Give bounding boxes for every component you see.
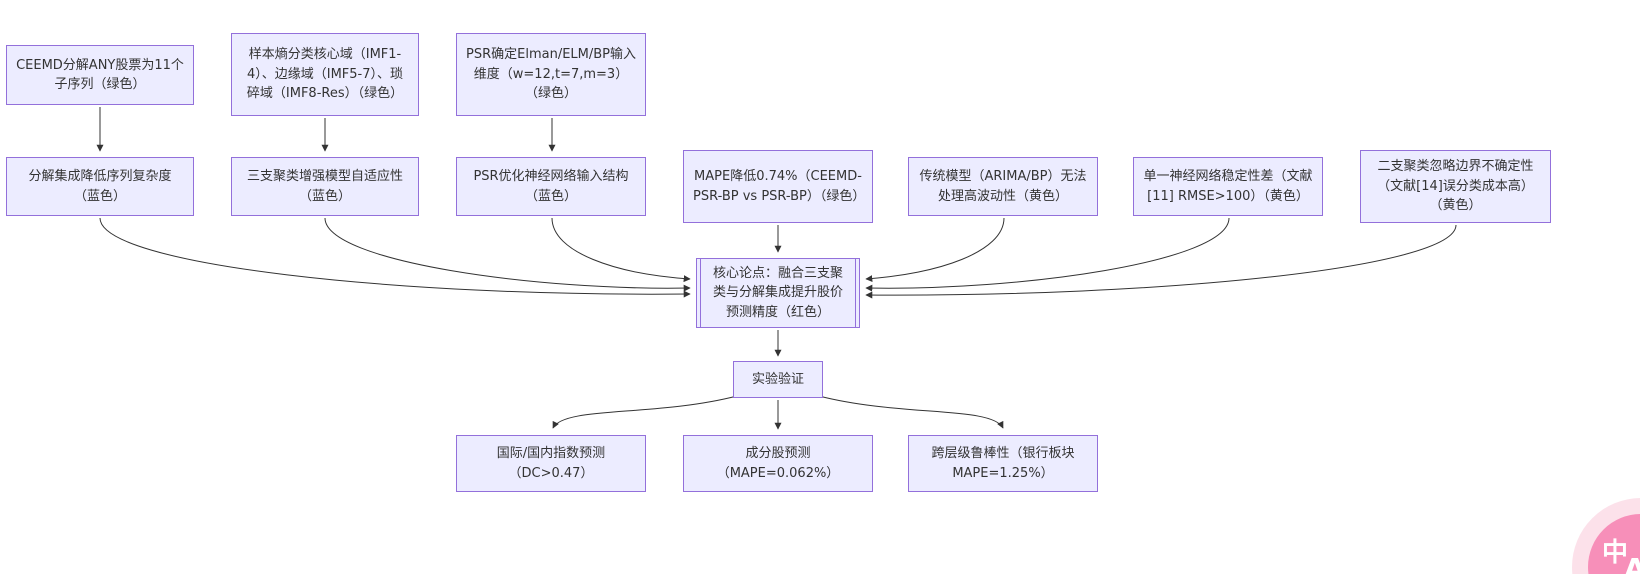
node-traditional-model: 传统模型（ARIMA/BP）无法处理高波动性（黄色）: [908, 157, 1098, 216]
edge-e-k: [324, 217, 691, 292]
node-index-forecast: 国际/国内指数预测（DC>0.47）: [456, 435, 646, 492]
node-mape-reduction: MAPE降低0.74%（CEEMD-PSR-BP vs PSR-BP）（绿色）: [683, 150, 873, 223]
node-two-way-clustering: 二支聚类忽略边界不确定性（文献[14]误分类成本高）（黄色）: [1360, 150, 1551, 223]
edge-f-k: [551, 217, 691, 283]
node-experiment-validation: 实验验证: [733, 361, 823, 398]
translate-badge-button[interactable]: 中 A: [1588, 514, 1640, 574]
edge-l-m: [552, 395, 738, 429]
node-cross-level-robustness: 跨层级鲁棒性（银行板块MAPE=1.25%）: [908, 435, 1098, 492]
node-psr-optimize: PSR优化神经网络输入结构（蓝色）: [456, 157, 646, 216]
node-core-thesis: 核心论点：融合三支聚类与分解集成提升股价预测精度（红色）: [696, 258, 860, 328]
translate-badge-en-glyph: A: [1624, 552, 1640, 574]
edge-i-k: [865, 217, 1230, 292]
edge-l-o: [818, 395, 1004, 429]
translate-badge-zh-glyph: 中: [1602, 538, 1629, 568]
node-single-nn: 单一神经网络稳定性差（文献[11] RMSE>100）（黄色）: [1133, 157, 1323, 216]
edge-h-k: [865, 217, 1005, 283]
node-decomposition-ensemble: 分解集成降低序列复杂度（蓝色）: [6, 157, 194, 216]
node-three-way-clustering: 三支聚类增强模型自适应性（蓝色）: [231, 157, 419, 216]
node-sample-entropy: 样本熵分类核心域（IMF1-4）、边缘域（IMF5-7）、琐碎域（IMF8-Re…: [231, 33, 419, 116]
node-psr-dimension: PSR确定Elman/ELM/BP输入维度（w=12,t=7,m=3）（绿色）: [456, 33, 646, 116]
edge-j-k: [865, 224, 1457, 299]
node-constituent-forecast: 成分股预测（MAPE=0.062%）: [683, 435, 873, 492]
node-ceemd-decompose: CEEMD分解ANY股票为11个子序列（绿色）: [6, 45, 194, 105]
edge-d-k: [99, 217, 691, 298]
